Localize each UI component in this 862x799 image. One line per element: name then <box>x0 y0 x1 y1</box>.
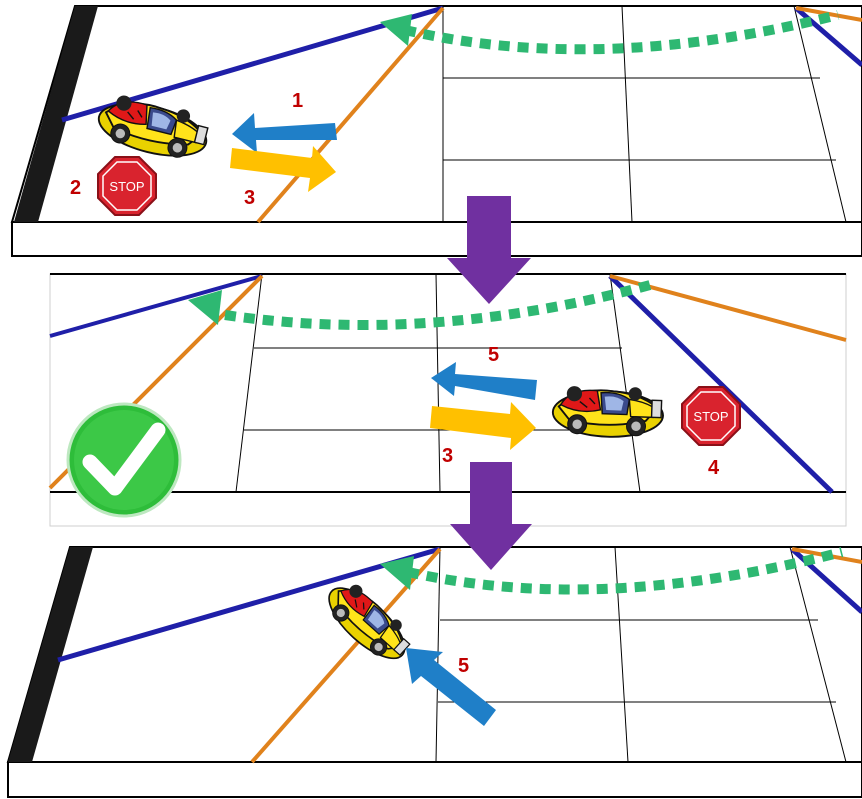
step-label-4: 4 <box>708 457 720 479</box>
top-green-path <box>403 10 840 55</box>
stop-sign-icon: STOP <box>97 156 157 216</box>
bottom-green-path <box>406 547 844 595</box>
stop-sign-icon: STOP <box>681 386 741 446</box>
purple-down-arrow <box>450 462 532 570</box>
stop-sign-text: STOP <box>693 409 728 424</box>
step-label-5: 5 <box>458 655 469 677</box>
middle-blue-arrow <box>431 362 537 400</box>
top-yellow-arrow <box>230 146 336 192</box>
bottom-green-arrowhead <box>380 556 414 590</box>
middle-yellow-arrow <box>430 402 536 450</box>
top-board-edge <box>14 6 98 222</box>
top-blue-arrow <box>232 113 337 153</box>
step-label-3: 3 <box>442 445 453 467</box>
middle-blue-line-left <box>49 274 263 338</box>
top-green-arrowhead <box>380 14 412 46</box>
step-label-2: 2 <box>70 177 81 199</box>
bottom-panel: 5 <box>6 546 862 798</box>
middle-blue-line-right <box>608 274 834 494</box>
bottom-blue-arrow <box>406 648 496 726</box>
top-orange-line <box>256 6 445 224</box>
bottom-grid-lines <box>435 546 847 763</box>
bottom-blue-line <box>57 546 441 663</box>
middle-green-path <box>224 280 652 330</box>
top-board-surface <box>10 5 862 223</box>
middle-panel: STOP 5 3 4 <box>48 273 847 527</box>
step-label-5: 5 <box>488 344 499 366</box>
bottom-board-edge <box>8 547 93 762</box>
stop-sign-text: STOP <box>109 179 144 194</box>
purple-down-arrow <box>447 196 531 304</box>
bottom-board-side <box>7 761 862 798</box>
middle-green-arrowhead <box>188 290 222 325</box>
top-board-side <box>11 221 862 257</box>
step-label-1: 1 <box>292 90 303 112</box>
step-label-3: 3 <box>244 187 255 209</box>
top-panel: STOP 1 2 3 <box>10 5 862 257</box>
top-grid-lines <box>442 5 847 223</box>
checkmark-icon <box>66 402 182 518</box>
